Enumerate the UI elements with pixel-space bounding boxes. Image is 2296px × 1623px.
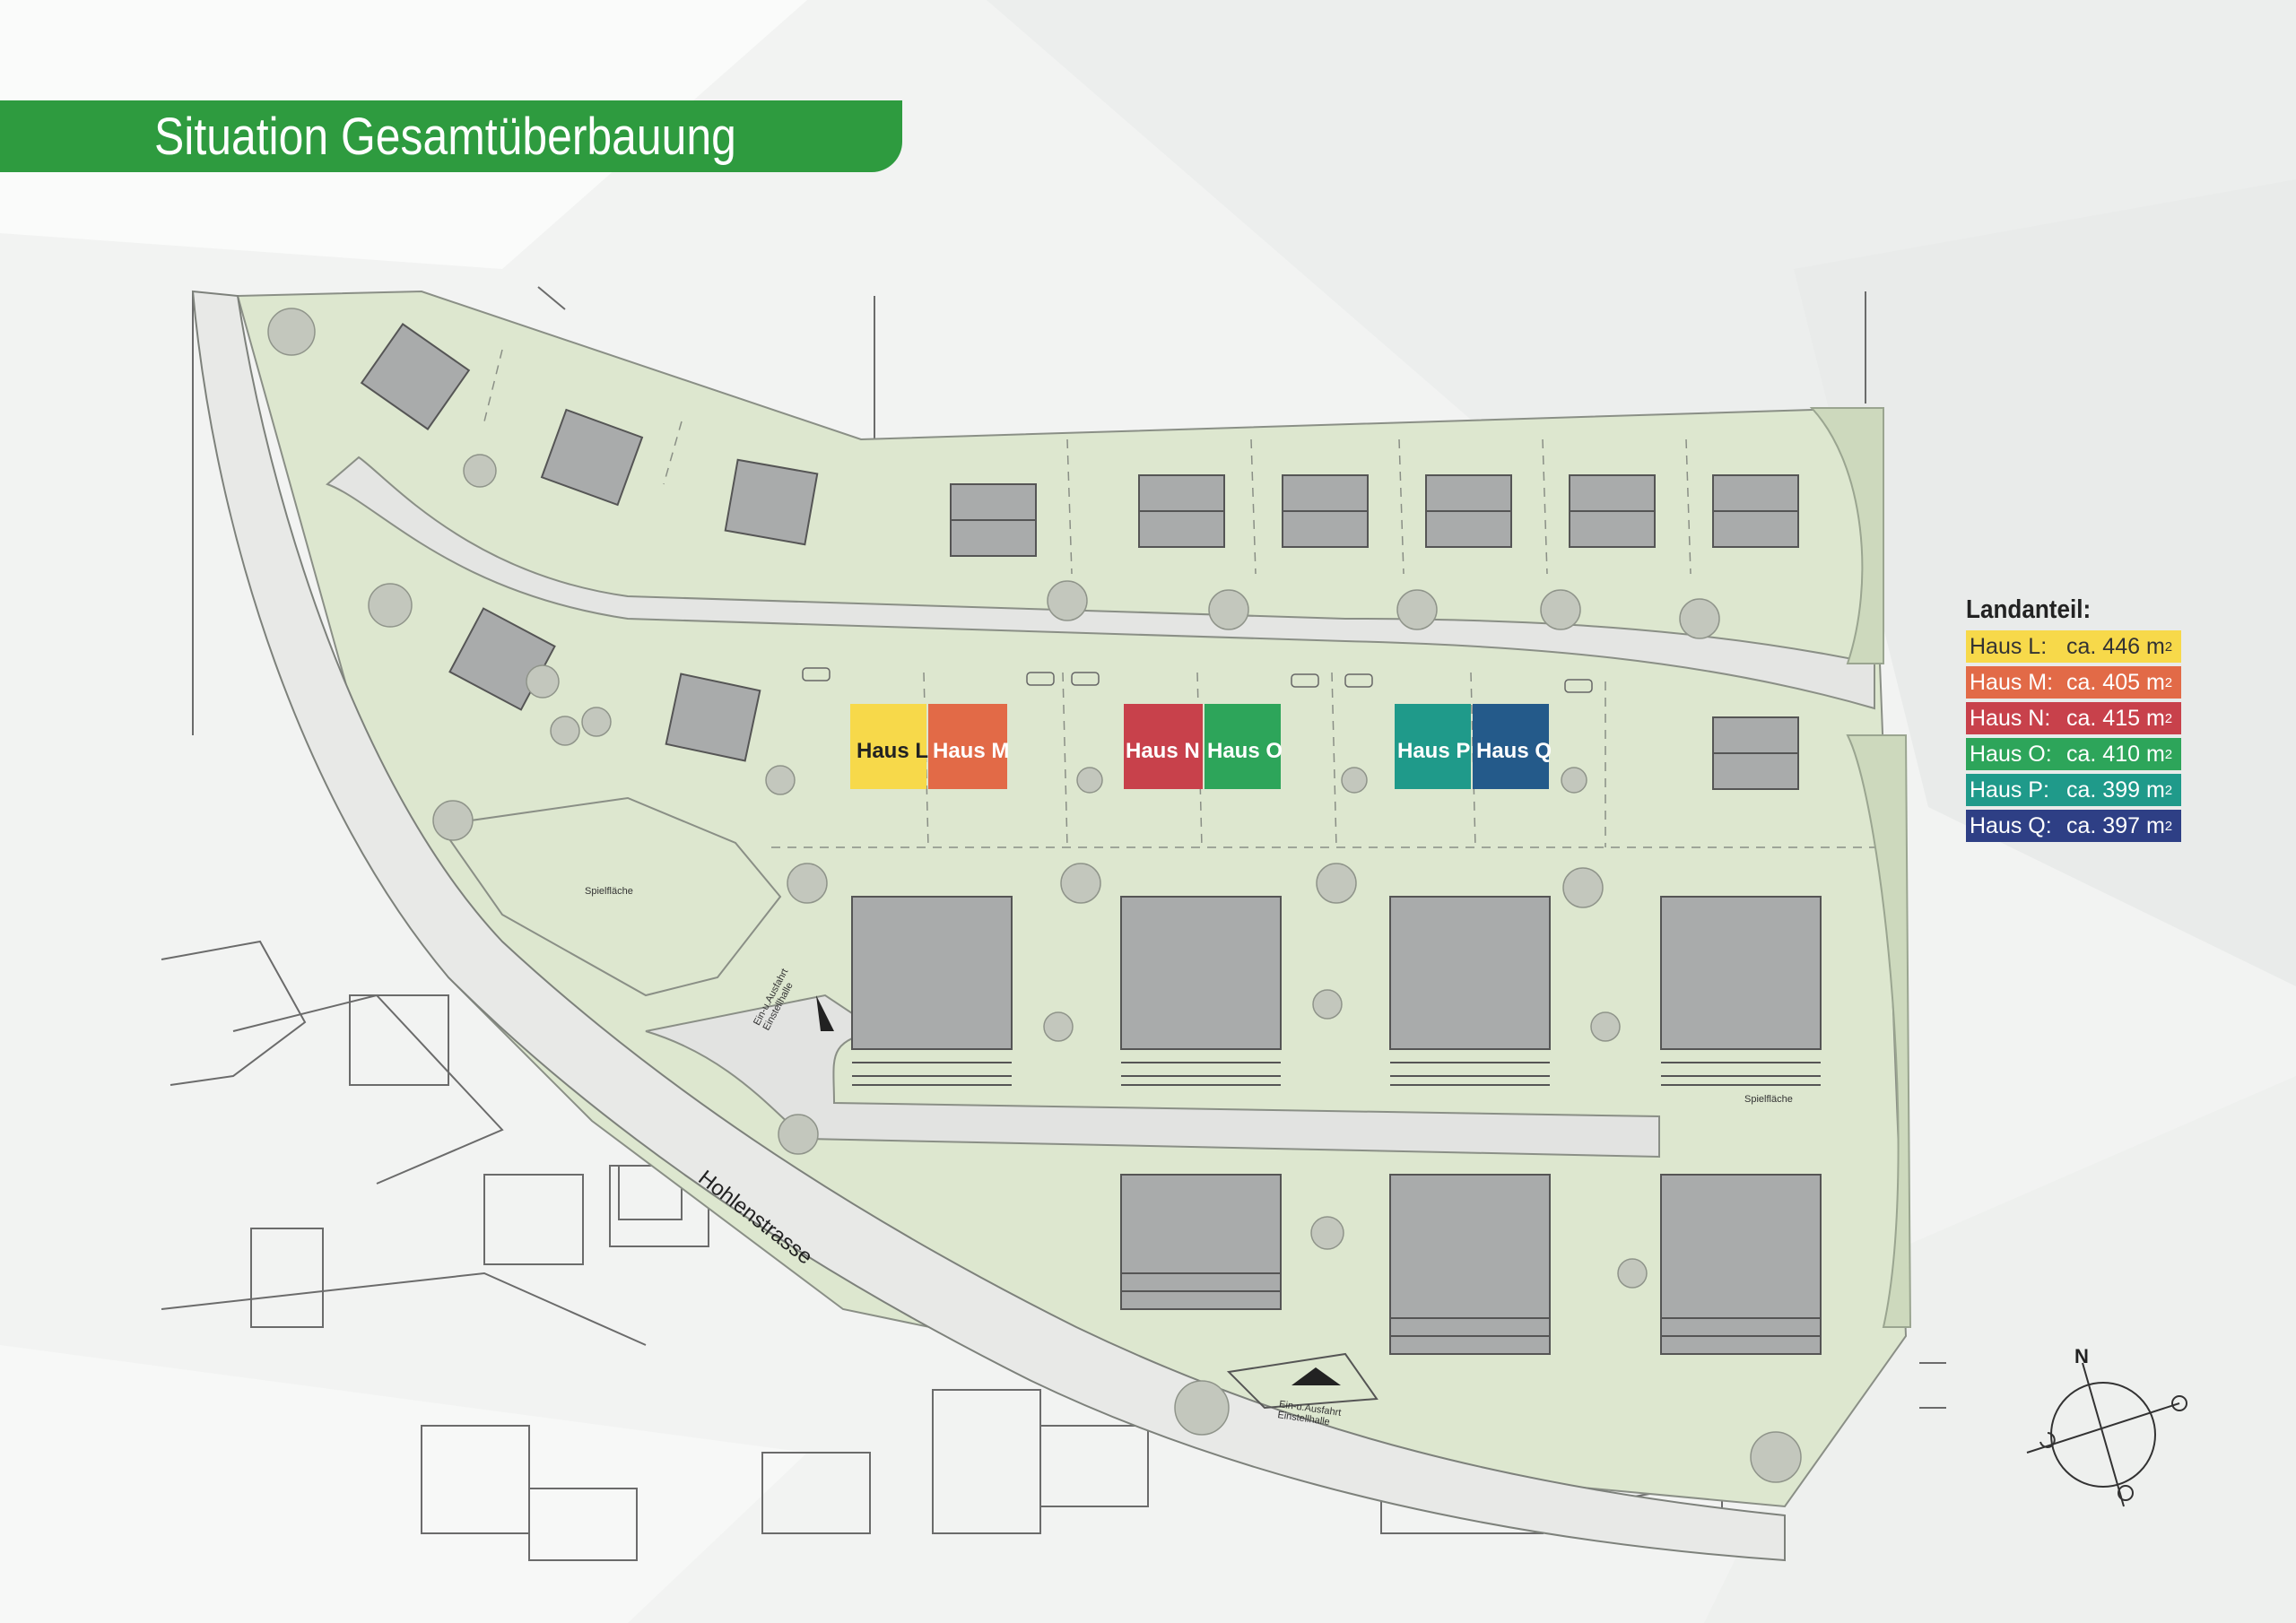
haus-m-label: Haus M [933,739,1010,763]
playground-label-1: Spielfläche [585,886,633,897]
haus-m-shape [928,704,1007,789]
trees [267,308,1802,1483]
haus-n-shape [1124,704,1203,789]
haus-n-label: Haus N [1126,739,1200,763]
upper-house-ridges [951,510,1798,754]
apartment-blocks [851,896,1822,1355]
haus-l-label: Haus L [857,739,929,763]
haus-q-label: Haus Q [1476,739,1552,763]
haus-o-label: Haus O [1207,739,1283,763]
colored-houses [850,704,1549,789]
title-bar [0,100,902,172]
block-balconies [852,1048,1821,1355]
garage-access-ring [645,994,1660,1159]
hedge-east-upper [1809,407,1884,664]
garage-entrance-platform [1226,1352,1378,1410]
playground-area [438,796,782,997]
north-label: N [2074,1345,2089,1367]
hedge-east-lower [1846,734,1912,1328]
haus-q-shape [1473,704,1549,789]
haus-p-shape [1395,704,1471,789]
north-arrow [2026,1362,2187,1507]
legend-title: Landanteil: [1966,595,2092,624]
garage-entrance-arrow-west [816,995,834,1031]
playground-label-2: Spielfläche [1744,1094,1793,1105]
haus-o-shape [1205,704,1281,789]
parked-cars [802,667,1593,693]
page-title: Situation Gesamtüberbauung [154,108,736,166]
haus-l-shape [850,704,926,789]
hohlenstrasse-road [191,290,1786,1562]
garage-entrance-arrow-south [1292,1367,1341,1385]
access-road [326,456,1875,710]
haus-p-label: Haus P [1397,739,1471,763]
